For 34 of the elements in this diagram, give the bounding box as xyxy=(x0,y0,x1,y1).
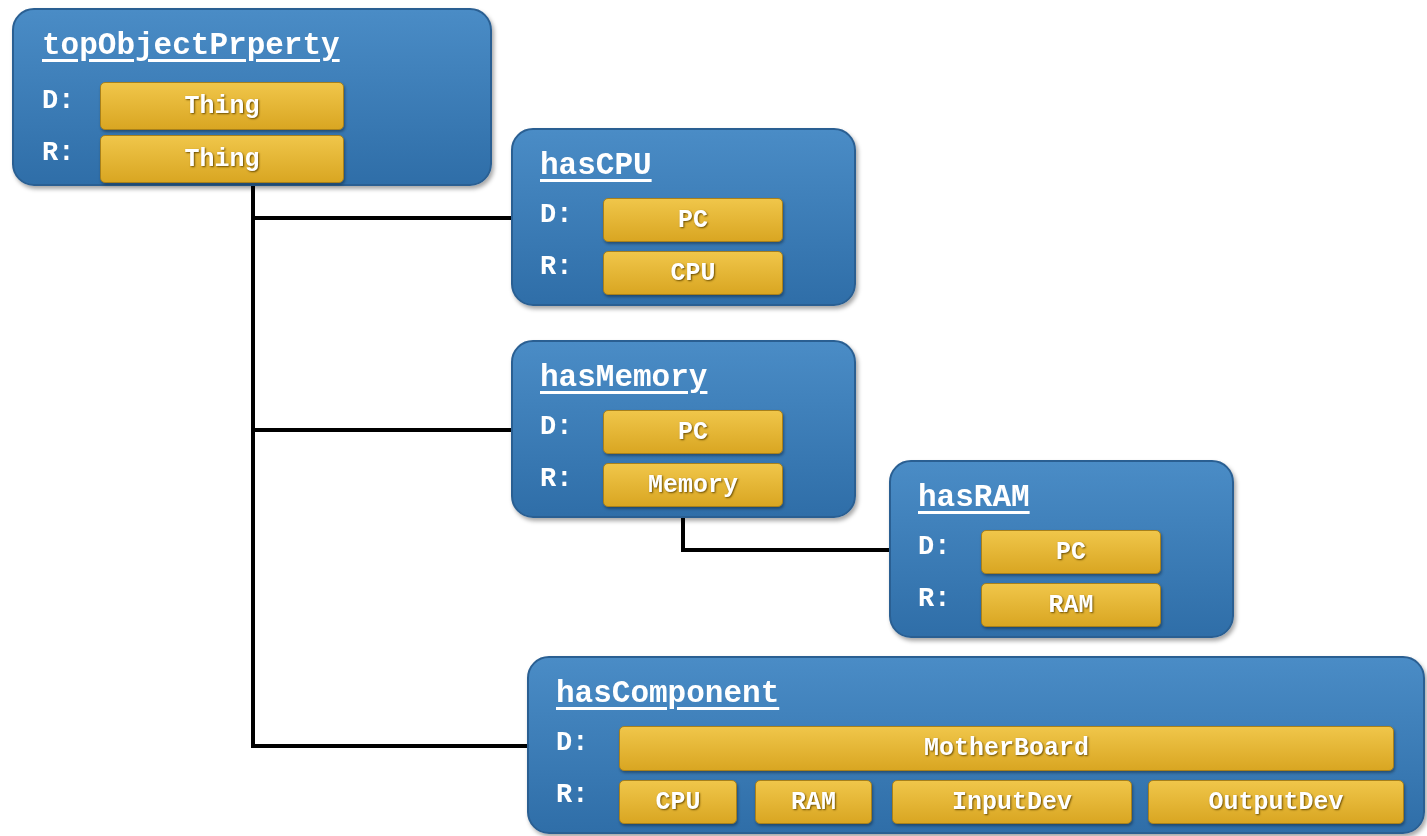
class-box: OutputDev xyxy=(1148,780,1404,824)
property-box xyxy=(527,656,1425,834)
domain-label: D: xyxy=(556,730,589,757)
class-box: Memory xyxy=(603,463,783,507)
range-label: R: xyxy=(540,254,573,281)
connector-line xyxy=(681,518,889,552)
property-box xyxy=(12,8,492,186)
class-box: Thing xyxy=(100,135,344,183)
domain-label: D: xyxy=(540,202,573,229)
domain-label: D: xyxy=(540,414,573,441)
class-box: CPU xyxy=(603,251,783,295)
domain-label: D: xyxy=(42,88,75,115)
range-label: R: xyxy=(556,782,589,809)
property-box xyxy=(511,340,856,518)
class-box: RAM xyxy=(755,780,872,824)
domain-label: D: xyxy=(918,534,951,561)
class-box: PC xyxy=(981,530,1161,574)
property-name: hasRAM xyxy=(918,482,1030,513)
property-box xyxy=(889,460,1234,638)
property-name: hasComponent xyxy=(556,678,780,709)
property-name: topObjectPrperty xyxy=(42,30,340,61)
class-box: MotherBoard xyxy=(619,726,1394,771)
class-box: InputDev xyxy=(892,780,1132,824)
range-label: R: xyxy=(918,586,951,613)
class-box: CPU xyxy=(619,780,737,824)
property-name: hasMemory xyxy=(540,362,708,393)
range-label: R: xyxy=(540,466,573,493)
class-box: PC xyxy=(603,410,783,454)
class-box: RAM xyxy=(981,583,1161,627)
property-name: hasCPU xyxy=(540,150,652,181)
class-box: Thing xyxy=(100,82,344,130)
property-box xyxy=(511,128,856,306)
class-box: PC xyxy=(603,198,783,242)
range-label: R: xyxy=(42,140,75,167)
